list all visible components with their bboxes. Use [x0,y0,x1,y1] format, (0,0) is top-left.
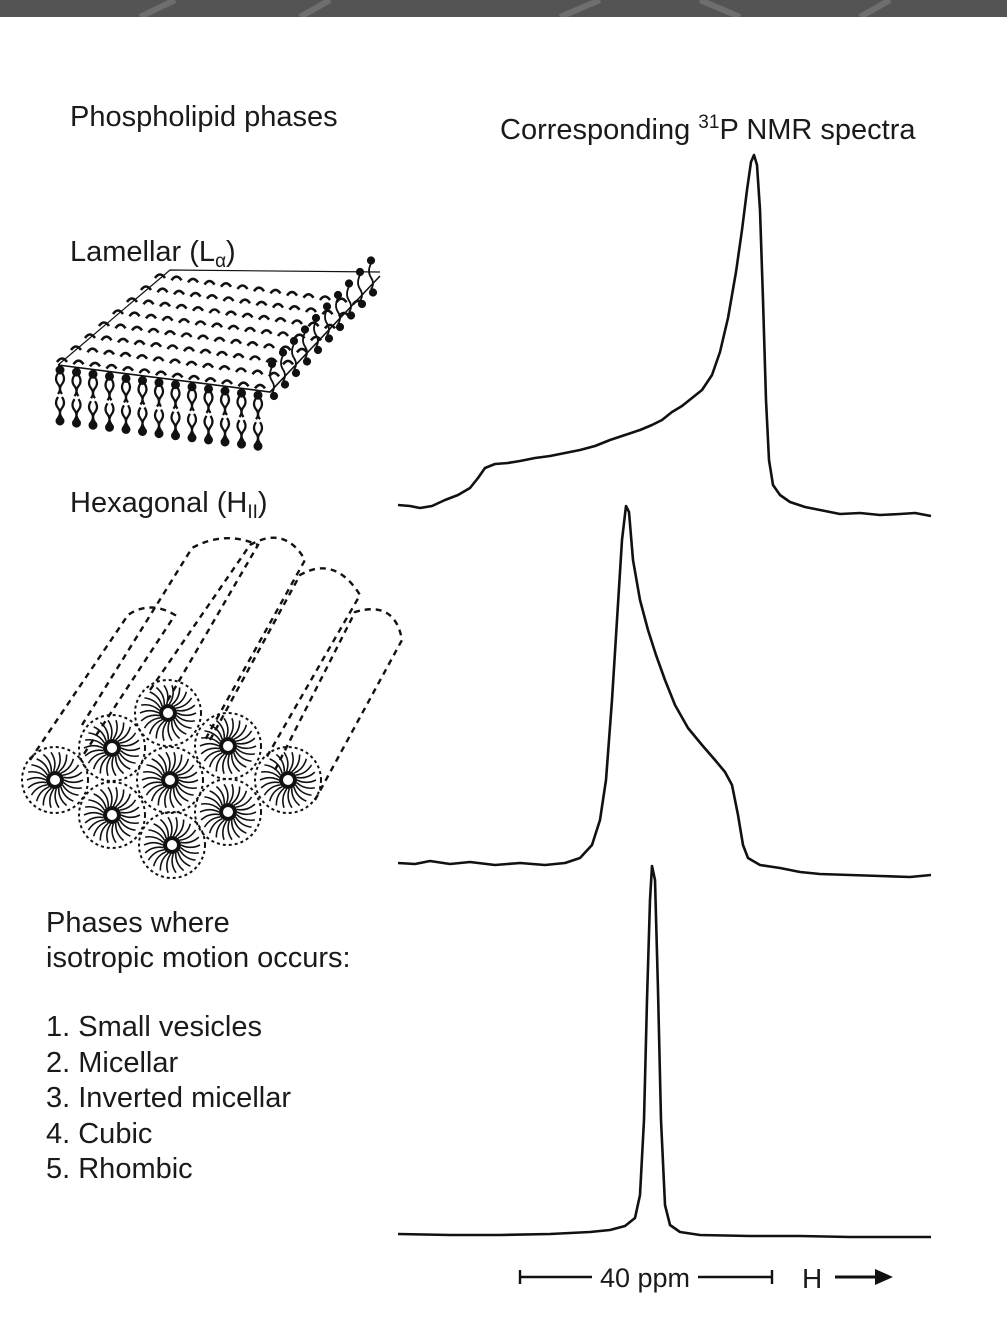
scale-bar: 40 ppm H [518,1263,893,1294]
banner-pattern [138,0,892,17]
list-item: 1. Small vesicles [46,1011,262,1043]
list-item: 4. Cubic [46,1117,153,1150]
arrow-right-icon [875,1269,893,1285]
isotropic-spectrum-trace [397,864,931,1239]
list-item: 3. Inverted micellar [46,1082,291,1114]
isotropic-title-line1: Phases where [46,907,230,939]
hexagonal-tubes-illustration [29,536,404,801]
field-label: H [802,1263,822,1294]
top-banner [0,0,1007,17]
isotropic-phase-list: 1. Small vesicles 2. Micellar 3. Inverte… [46,1010,291,1188]
hexagonal-label: Hexagonal (HII) [70,487,268,523]
lamellar-bilayer-illustration [54,256,381,451]
list-item: 2. Micellar [46,1046,179,1079]
scale-label: 40 ppm [600,1263,690,1293]
isotropic-title-line2: isotropic motion occurs: [46,942,351,974]
hexagonal-spectrum-trace [397,504,932,879]
lamellar-spectrum-trace [397,153,932,518]
lamellar-label: Lamellar (Lα) [70,236,236,272]
list-item: 5. Rhombic [46,1153,193,1185]
phospholipid-phases-heading: Phospholipid phases [70,101,338,133]
inverted-micelles-illustration [21,679,322,879]
nmr-spectra-heading: Corresponding 31P NMR spectra [500,112,916,146]
